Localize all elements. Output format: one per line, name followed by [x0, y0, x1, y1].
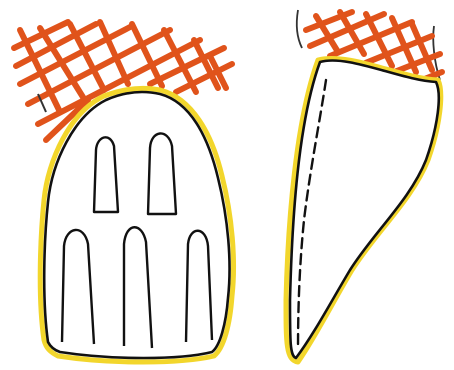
left-tooth-front-view [14, 22, 234, 362]
left-tooth-outline [44, 92, 229, 358]
right-tooth-side-view [286, 10, 442, 362]
right-tooth-outline [290, 60, 439, 358]
right-hatch-dark-left [297, 10, 302, 48]
